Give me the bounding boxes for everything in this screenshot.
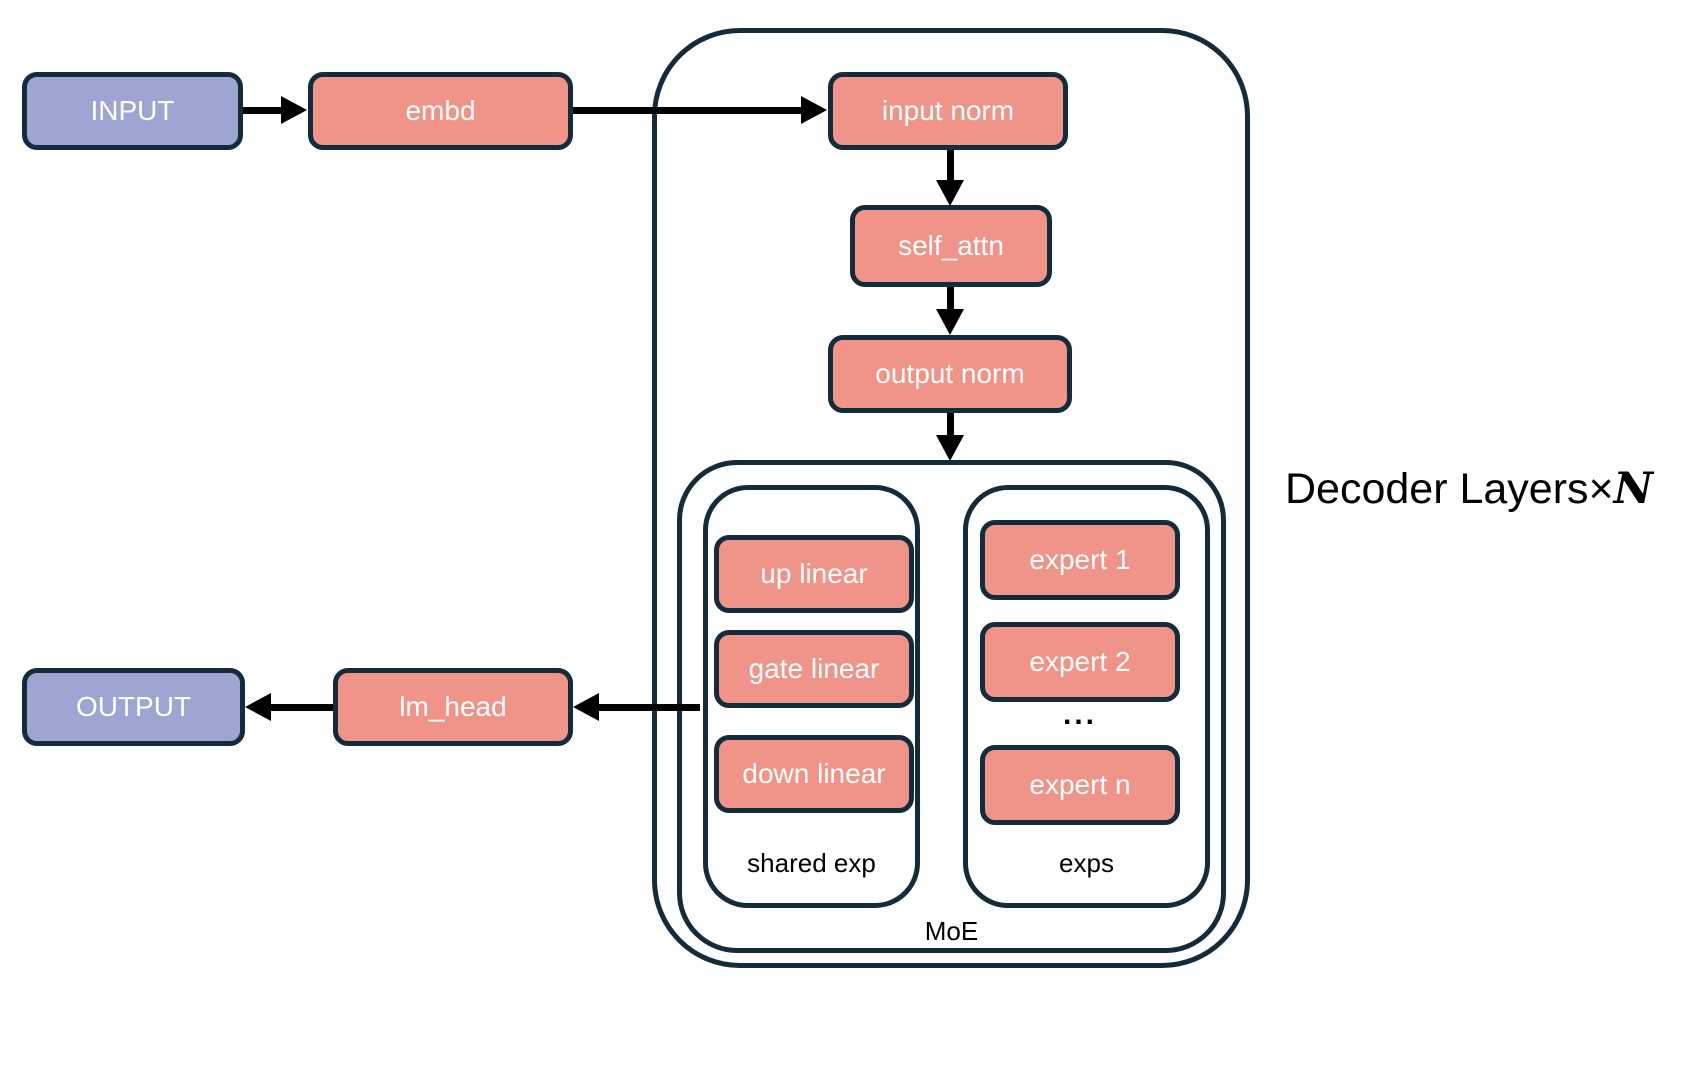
decoder-layers-label: Decoder Layers×N [1285, 464, 1653, 514]
decoder-layers-container [652, 28, 1250, 968]
arrow-input-embd-head [281, 96, 307, 124]
output-norm-node: output norm [828, 335, 1072, 413]
down-linear-node: down linear [714, 735, 914, 813]
gate-linear-node: gate linear [714, 630, 914, 708]
input-node: INPUT [22, 72, 243, 150]
arrow-lmhead-output-head [245, 693, 271, 721]
up-linear-node: up linear [714, 535, 914, 613]
arrow-moe-lmhead-line [597, 704, 700, 711]
shared-exp-label: shared exp [747, 848, 876, 878]
expert-2-node: expert 2 [980, 622, 1180, 702]
arrow-input-embd-line [243, 107, 285, 114]
shared-exp-container [703, 485, 920, 908]
lm-head-node: lm_head [333, 668, 573, 746]
arrow-inputnorm-selfattn-head [936, 180, 964, 206]
input-norm-node: input norm [828, 72, 1068, 150]
expert-n-node: expert n [980, 745, 1180, 825]
decoder-layers-n: N [1613, 464, 1653, 514]
arrow-embd-inputnorm-line [573, 107, 803, 114]
exps-container [963, 485, 1210, 908]
moe-label: MoE [924, 916, 979, 946]
arrow-moe-lmhead-head [573, 693, 599, 721]
arrow-outputnorm-moe-line [947, 413, 954, 437]
exps-label: exps [1059, 848, 1114, 878]
decoder-layers-text: Decoder Layers× [1285, 465, 1614, 513]
arrow-inputnorm-selfattn-line [947, 150, 954, 182]
arrow-embd-inputnorm-head [801, 96, 827, 124]
arrow-outputnorm-moe-head [936, 435, 964, 461]
embd-node: embd [308, 72, 573, 150]
arrow-lmhead-output-line [269, 704, 333, 711]
self-attn-node: self_attn [850, 205, 1052, 287]
arrow-selfattn-outputnorm-line [947, 287, 954, 311]
output-node: OUTPUT [22, 668, 245, 746]
expert-1-node: expert 1 [980, 520, 1180, 600]
experts-ellipsis: ... [1062, 698, 1097, 731]
arrow-selfattn-outputnorm-head [936, 309, 964, 335]
